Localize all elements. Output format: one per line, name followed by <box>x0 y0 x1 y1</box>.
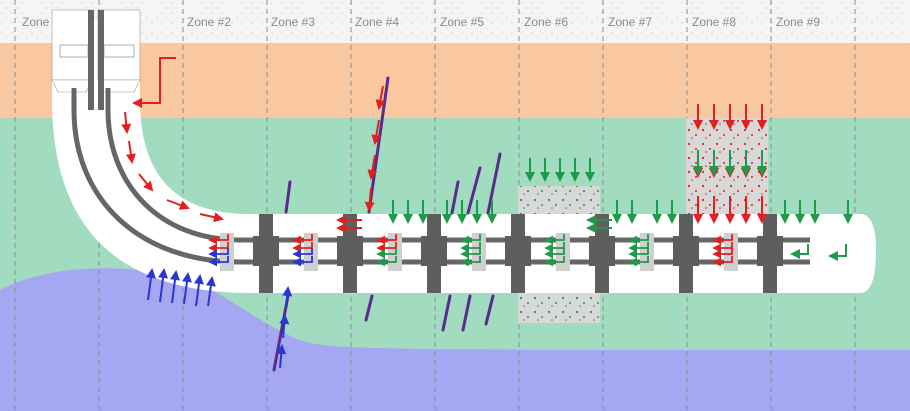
fracture-zone-5f <box>484 294 495 326</box>
fracture-zone-5c <box>486 152 502 215</box>
up-arrow-icon <box>145 268 156 301</box>
down-arrow-icon <box>121 111 132 134</box>
up-arrow-icon <box>193 274 204 307</box>
wellhead <box>51 9 141 110</box>
sliding-sleeve <box>556 233 570 271</box>
zone-label: Zone #6 <box>524 15 568 29</box>
down-arrow-icon <box>364 187 375 212</box>
packer-collar <box>337 236 363 266</box>
up-arrow-icon <box>170 270 180 304</box>
proppant-box-zone-6-bottom-speckle <box>518 293 600 323</box>
blue-layer <box>0 268 910 411</box>
corner-arrow-icon <box>460 248 481 259</box>
corner-arrow-icon <box>460 234 481 245</box>
zone-label: Zone #7 <box>608 15 652 29</box>
corner-arrow-icon <box>544 256 565 267</box>
sliding-sleeve <box>724 233 738 271</box>
up-arrow-icon <box>276 344 287 369</box>
corner-arrow-icon <box>292 248 313 259</box>
red-flow-arrows <box>121 57 386 233</box>
green-flow-arrows <box>388 150 853 261</box>
corner-arrow-icon <box>712 234 733 245</box>
fracture-zone-5d <box>441 294 452 332</box>
corner-arrow-icon <box>628 256 649 267</box>
packer-collar <box>589 236 615 266</box>
fracture-zone-5b <box>466 166 482 215</box>
down-arrow-icon <box>367 154 378 180</box>
packer-collar <box>253 236 279 266</box>
down-arrow-icon <box>138 173 154 192</box>
proppant-box-zone-6-top-speckle <box>518 186 600 216</box>
down-arrow-icon <box>125 140 136 164</box>
surface-dots <box>0 0 910 43</box>
zone-label: Zone #5 <box>440 15 484 29</box>
zone-label: Zone #4 <box>355 15 399 29</box>
corner-arrow-icon <box>628 234 649 245</box>
corner-arrow-icon <box>292 256 313 267</box>
fracture-zone-3a <box>284 180 292 214</box>
down-arrow-icon <box>375 85 386 110</box>
fracture-zone-3b <box>272 294 290 372</box>
right-arrow-icon <box>199 212 224 223</box>
corner-arrow-icon <box>208 234 229 245</box>
port-flow-arrows <box>208 234 733 267</box>
corner-arrow-icon <box>544 248 565 259</box>
up-arrow-icon <box>205 276 216 307</box>
fracture-zone-5e <box>461 294 472 332</box>
corner-arrow-icon <box>628 248 649 259</box>
packer-collar <box>757 236 783 266</box>
corner-arrow-icon <box>828 244 847 261</box>
up-arrow-icon <box>279 314 290 339</box>
zone-label: Zone #3 <box>271 15 315 29</box>
corner-arrow-icon <box>376 248 397 259</box>
corner-arrow-icon <box>790 244 809 259</box>
corner-arrow-icon <box>208 248 229 259</box>
corner-arrow-icon <box>376 256 397 267</box>
zone-dividers <box>14 0 856 411</box>
sliding-sleeve <box>220 233 234 271</box>
packer-collar <box>421 236 447 266</box>
packer-collar <box>505 236 531 266</box>
up-arrow-icon <box>158 268 168 303</box>
up-arrow-icon <box>181 272 192 305</box>
corner-arrow-icon <box>208 256 229 267</box>
right-arrow-icon <box>166 199 190 210</box>
sliding-sleeve <box>472 233 486 271</box>
corner-arrow-icon <box>712 256 733 267</box>
fractures <box>272 76 502 372</box>
wellbore-casing <box>52 20 876 293</box>
zone-label: Zone #8 <box>692 15 736 29</box>
corner-arrow-icon <box>376 234 397 245</box>
zone-label: Zone #9 <box>776 15 820 29</box>
blue-flow-arrows <box>145 268 293 369</box>
up-arrow-icon <box>282 286 293 309</box>
corner-arrow-icon <box>544 234 565 245</box>
sliding-sleeve <box>640 233 654 271</box>
corner-arrow-icon <box>460 256 481 267</box>
orange-layer <box>0 43 910 118</box>
down-arrow-icon <box>371 119 382 145</box>
sliding-sleeve <box>304 233 318 271</box>
fracture-zone-4b <box>364 294 374 322</box>
corner-arrow-icon <box>712 248 733 259</box>
packers <box>253 214 783 293</box>
packer-collar <box>673 236 699 266</box>
corner-arrow-icon <box>132 57 176 108</box>
sliding-sleeve <box>388 233 402 271</box>
corner-arrow-icon <box>292 234 313 245</box>
zone-label: Zone #2 <box>187 15 231 29</box>
fracture-zone-5a <box>450 180 460 215</box>
